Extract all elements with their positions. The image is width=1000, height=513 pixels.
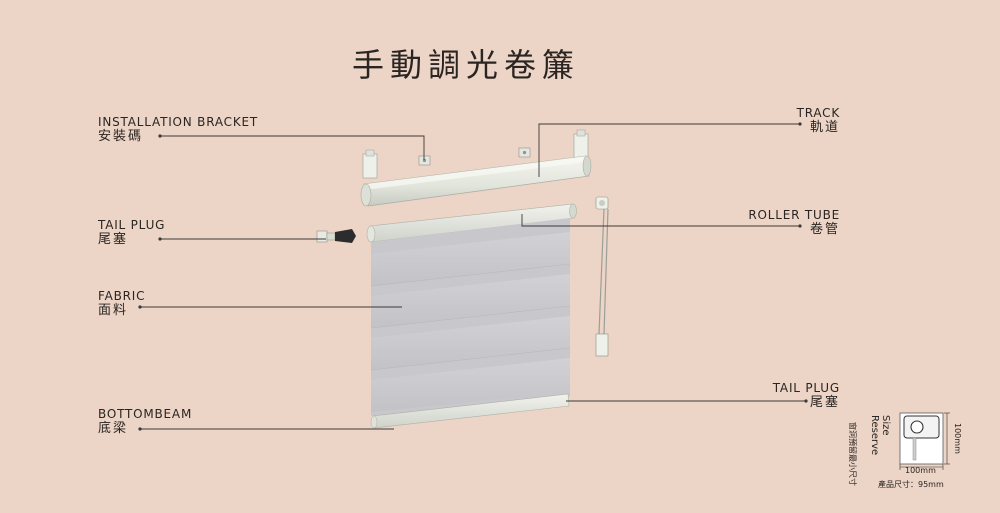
page-title: 手動調光卷簾 bbox=[352, 46, 581, 84]
label-installation-bracket-en: INSTALLATION BRACKET bbox=[98, 115, 259, 129]
label-fabric: FABRIC 面料 bbox=[98, 289, 145, 318]
tail-plug-left bbox=[316, 229, 356, 243]
label-roller-tube: ROLLER TUBE 卷管 bbox=[720, 208, 840, 237]
reserve-en-line2: Size bbox=[880, 415, 891, 436]
reserve-height: 100mm bbox=[953, 423, 962, 454]
label-track: TRACK 軌道 bbox=[740, 106, 840, 135]
leader-roller-tube bbox=[521, 214, 800, 227]
label-installation-bracket-zh: 安裝碼 bbox=[98, 129, 144, 144]
label-track-zh: 軌道 bbox=[809, 120, 840, 135]
label-installation-bracket: INSTALLATION BRACKET 安裝碼 bbox=[98, 115, 258, 144]
reserve-width: 100mm bbox=[905, 466, 936, 475]
product-size: 產品尺寸：95mm bbox=[878, 480, 944, 489]
bracket-clip-2 bbox=[518, 147, 531, 158]
label-fabric-en: FABRIC bbox=[98, 289, 146, 303]
bracket-right bbox=[573, 129, 589, 161]
label-tail-plug-left-zh: 尾塞 bbox=[98, 232, 129, 247]
label-track-en: TRACK bbox=[796, 106, 840, 120]
chain-control bbox=[595, 196, 609, 357]
reserve-en-line1: Reserve bbox=[869, 415, 880, 456]
track-rail bbox=[360, 155, 592, 207]
label-tail-plug-left: TAIL PLUG 尾塞 bbox=[98, 218, 165, 247]
bracket-clip-1 bbox=[418, 155, 431, 166]
label-fabric-zh: 面料 bbox=[98, 303, 129, 318]
label-roller-tube-zh: 卷管 bbox=[809, 222, 840, 237]
leader-track bbox=[538, 123, 800, 177]
label-tail-plug-right-en: TAIL PLUG bbox=[772, 381, 840, 395]
reserve-zh-text: 窗洞預留最小尺寸 bbox=[848, 422, 857, 486]
bottom-beam bbox=[370, 393, 570, 429]
roller-tube bbox=[366, 203, 577, 243]
label-tail-plug-right: TAIL PLUG 尾塞 bbox=[740, 381, 840, 410]
label-bottombeam-zh: 底梁 bbox=[98, 421, 129, 436]
label-tail-plug-left-en: TAIL PLUG bbox=[98, 218, 166, 232]
label-bottombeam: BOTTOMBEAM 底梁 bbox=[98, 407, 192, 436]
label-tail-plug-right-zh: 尾塞 bbox=[809, 395, 840, 410]
fabric-panel bbox=[370, 218, 571, 416]
label-roller-tube-en: ROLLER TUBE bbox=[748, 208, 840, 222]
leader-dots bbox=[138, 122, 808, 431]
label-bottombeam-en: BOTTOMBEAM bbox=[98, 407, 193, 421]
bracket-left bbox=[362, 149, 378, 179]
leader-lines bbox=[140, 123, 806, 430]
reserve-size-diagram bbox=[899, 412, 950, 470]
leader-installation-bracket bbox=[160, 135, 425, 160]
